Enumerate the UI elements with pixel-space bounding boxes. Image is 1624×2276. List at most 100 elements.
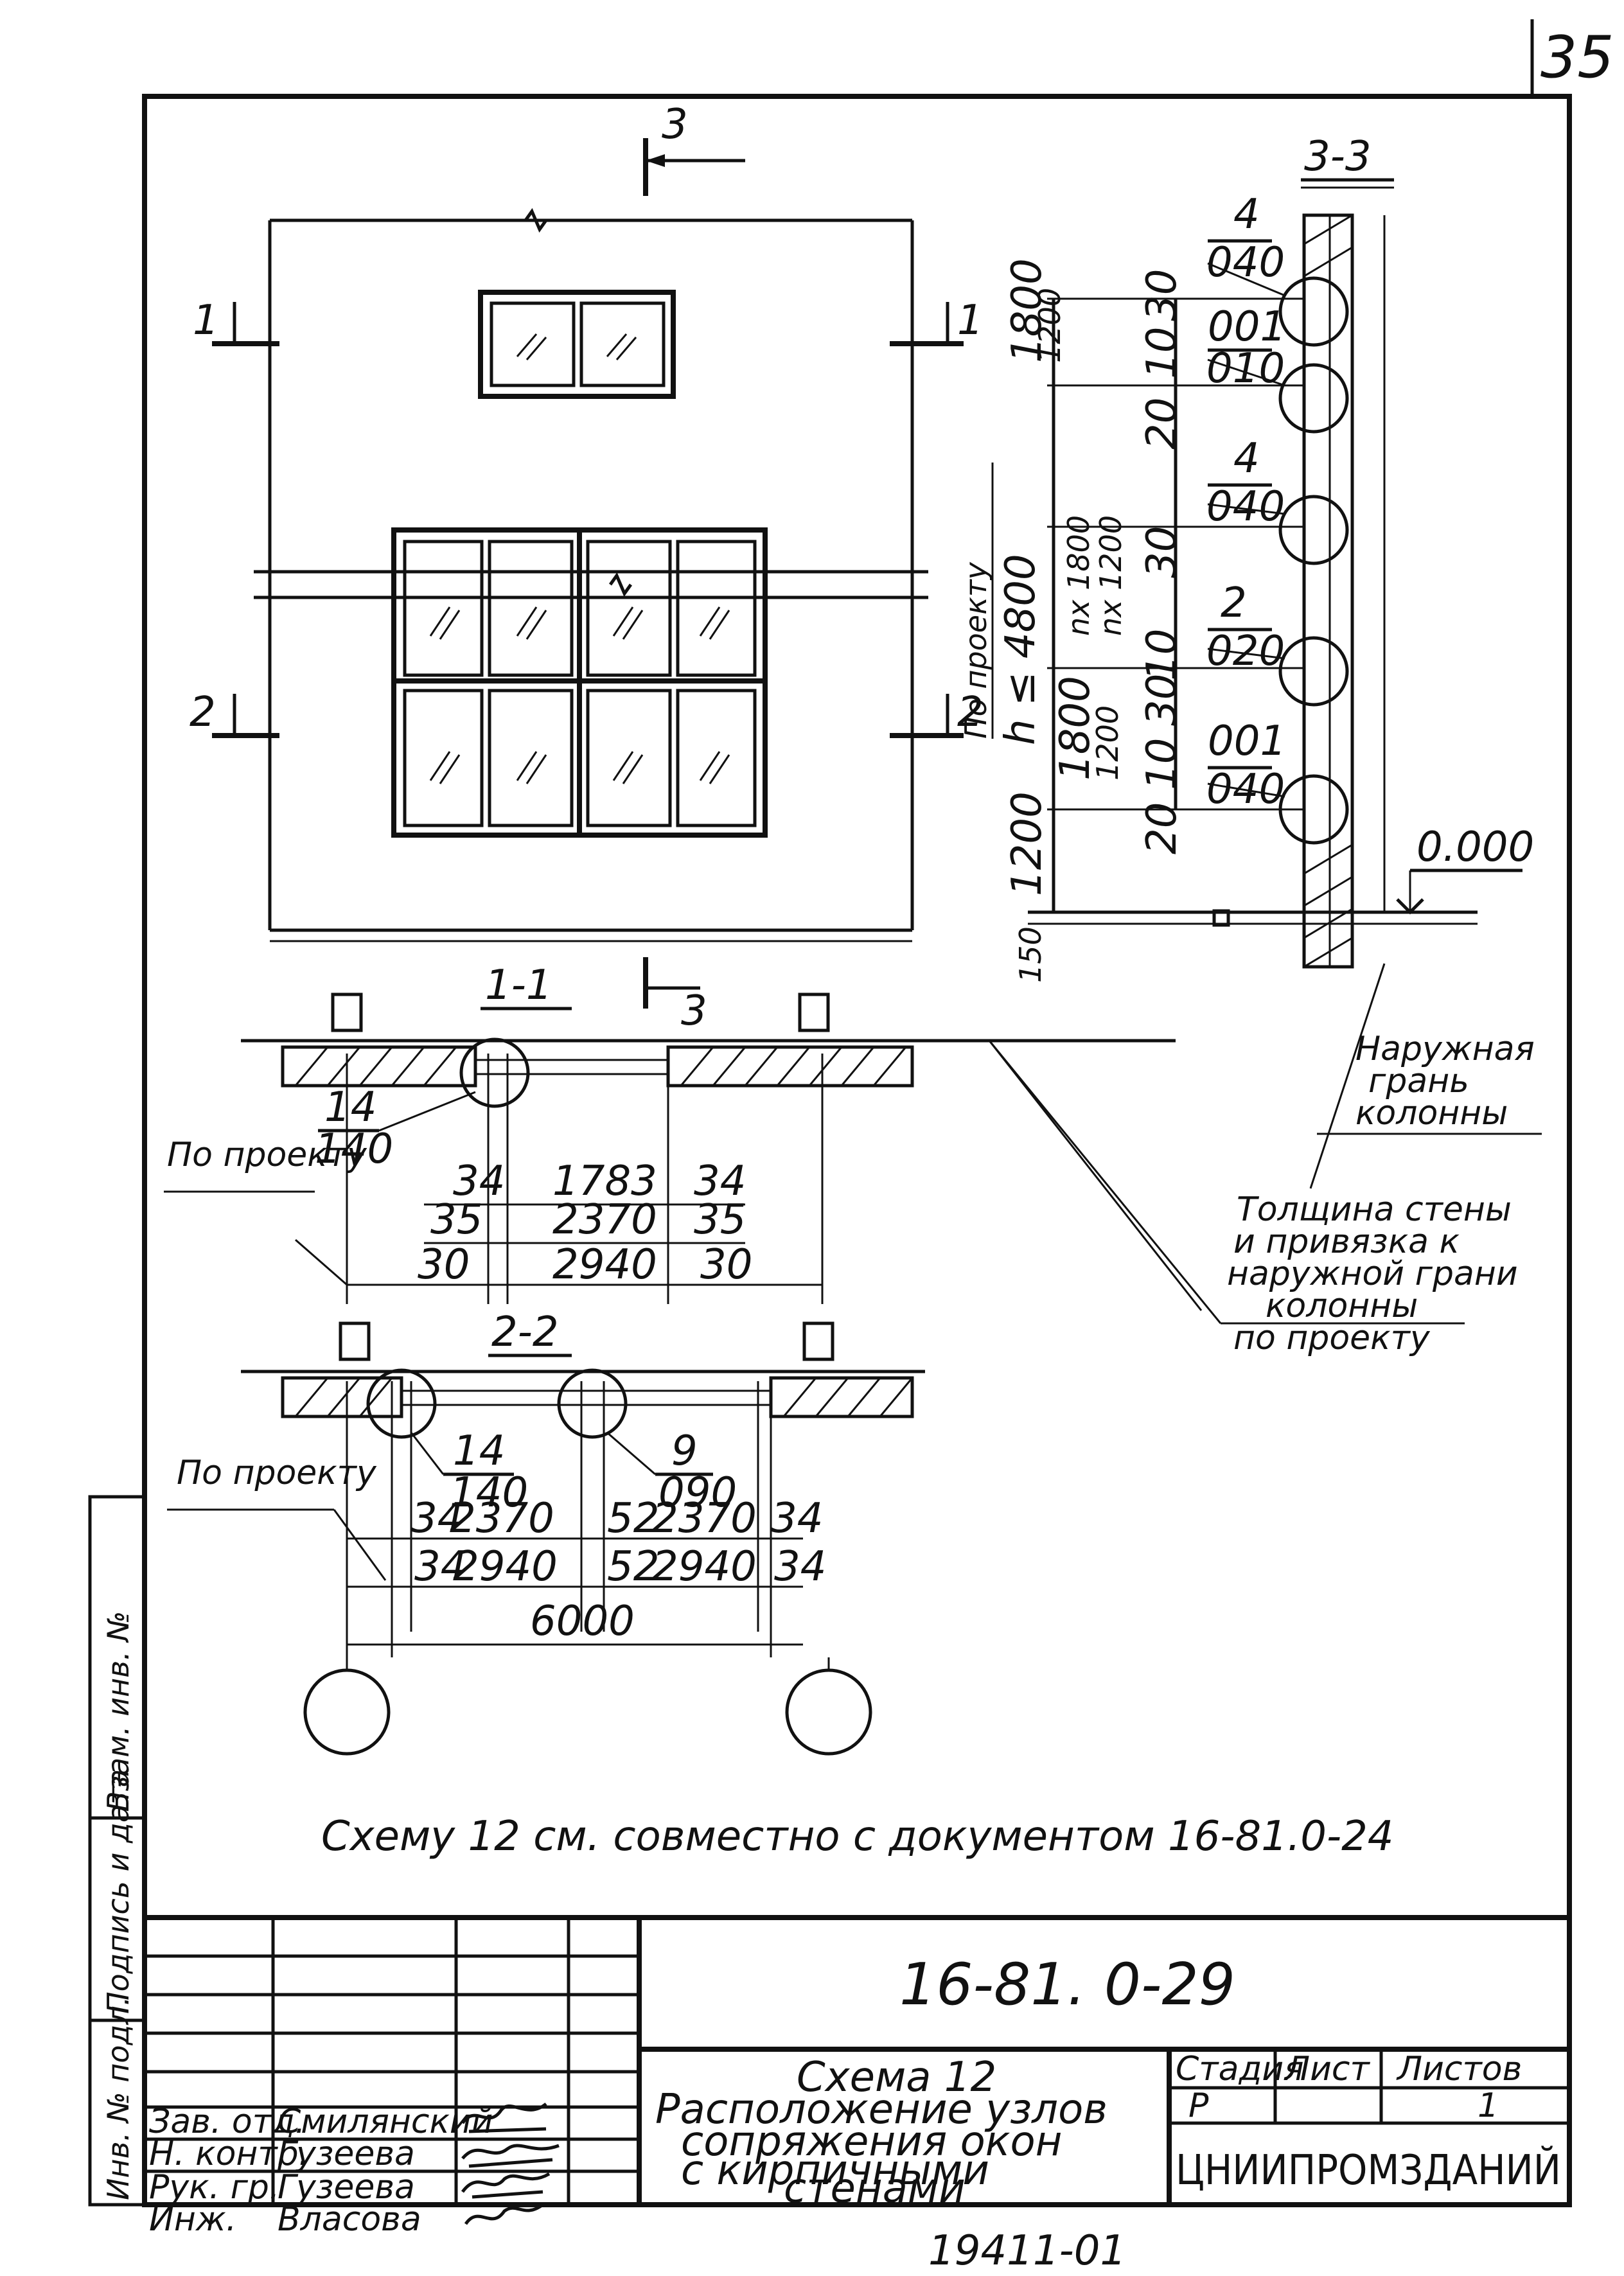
node-label-4: 2 020: [1206, 579, 1285, 675]
svg-text:14: 14: [453, 1427, 505, 1475]
small-window: [478, 290, 676, 399]
role-2: Н. контр.: [149, 2135, 309, 2173]
po-proektu-vertical: По проекту: [958, 561, 993, 739]
svg-text:040: 040: [1206, 483, 1285, 531]
section-mark-3-bottom: 3: [681, 987, 707, 1035]
svg-text:001: 001: [1208, 303, 1286, 351]
svg-text:140: 140: [450, 1469, 528, 1517]
node-label-1: 4 040: [1206, 191, 1285, 287]
node-label-6: 14 140: [315, 1084, 476, 1173]
dim-10-a: 10: [1138, 327, 1186, 379]
node-label-8: 9 090: [606, 1427, 737, 1517]
section-1-1-title: 1-1: [485, 962, 552, 1009]
svg-text:090: 090: [658, 1469, 737, 1517]
svg-text:и привязка к: и привязка к: [1233, 1222, 1460, 1261]
sheets-value: 1: [1478, 2086, 1499, 2125]
node-label-7: 14 140: [410, 1427, 528, 1517]
svg-text:001: 001: [1208, 718, 1286, 765]
title-block: Зав. отд. Н. контр. Рук. гр. Инж. Смилян…: [145, 1915, 1569, 2239]
svg-text:4: 4: [1233, 191, 1260, 238]
s11-r2-right: 35: [694, 1196, 746, 1244]
h-max: h ≤ 4800: [997, 554, 1045, 745]
sheets-header: Листов: [1396, 2050, 1522, 2088]
inventory-number: 19411-01: [928, 2227, 1126, 2275]
section-3-3: 3-3 4 040 001 010: [1028, 133, 1542, 1189]
note-outer-face-3: колонны: [1355, 1094, 1508, 1133]
svg-text:4: 4: [1233, 435, 1260, 482]
signature-3: [461, 2172, 551, 2199]
dim-10-c: 10: [1138, 738, 1186, 790]
node-label-2: 001 010: [1206, 303, 1286, 393]
dim-30-a: 30: [1138, 269, 1186, 321]
title-line-5: стенами: [784, 2165, 966, 2212]
node-label-3: 4 040: [1206, 435, 1285, 531]
title-line-3: сопряжения окон: [681, 2118, 1062, 2166]
note-outer-face-1: Наружная: [1355, 1030, 1535, 1068]
s22-r1-e: 34: [771, 1495, 823, 1542]
dim-10-b: 10: [1138, 629, 1186, 681]
s11-po-proektu: По проекту: [167, 1136, 367, 1174]
role-3: Рук. гр.: [149, 2168, 279, 2207]
role-4: Инж.: [149, 2200, 236, 2239]
s22-r2-b: 2940: [453, 1543, 558, 1591]
stage-value: Р: [1188, 2086, 1209, 2125]
section-3-3-title: 3-3: [1304, 133, 1372, 181]
title-line-4: с кирпичными: [681, 2147, 989, 2194]
s11-r1-mid: 1783: [552, 1158, 657, 1205]
s22-r2-c: 52: [607, 1543, 659, 1591]
section-mark-1-right: 1: [957, 297, 984, 344]
dim-1200-c: 1200: [1003, 791, 1051, 896]
s11-r3-left: 30: [418, 1241, 470, 1289]
svg-text:по проекту: по проекту: [1233, 1319, 1431, 1357]
section-mark-2-right: 2: [957, 689, 984, 736]
dim-nx1800: nx 1800: [1061, 515, 1096, 636]
organization: ЦНИИПРОМЗДАНИЙ: [1176, 2146, 1561, 2194]
s22-po-proektu: По проекту: [177, 1454, 377, 1492]
svg-text:040: 040: [1206, 239, 1285, 287]
s11-r3-mid: 2940: [552, 1241, 657, 1289]
dim-30-b: 30: [1138, 526, 1186, 578]
sheet-frame: 35: [142, 19, 1614, 2207]
dim-1200-b: 1200: [1090, 705, 1125, 781]
s22-r2-a: 34: [414, 1543, 466, 1591]
svg-text:040: 040: [1206, 766, 1285, 813]
s11-r2-mid: 2370: [552, 1196, 657, 1244]
section-2-2: 2-2 14 140 9 090: [167, 1309, 925, 1756]
s22-r1-d: 2370: [652, 1495, 757, 1542]
dim-nx1200: nx 1200: [1093, 515, 1128, 636]
note-outer-face-2: грань: [1368, 1062, 1469, 1100]
svg-text:140: 140: [315, 1125, 393, 1173]
name-3: Гузеева: [278, 2168, 415, 2207]
section-marks: 3 1 1 2 2: [190, 101, 984, 738]
note-wall-thickness: Толщина стены и привязка к наружной гран…: [1221, 1190, 1518, 1357]
svg-text:наружной грани: наружной грани: [1227, 1255, 1518, 1293]
svg-text:9: 9: [671, 1427, 698, 1475]
section-2-2-title: 2-2: [491, 1309, 559, 1356]
s22-total: 6000: [530, 1598, 635, 1645]
svg-text:Толщина стены: Толщина стены: [1237, 1190, 1512, 1229]
svg-text:2: 2: [1221, 579, 1247, 627]
svg-text:14: 14: [324, 1084, 376, 1131]
name-1: Смилянский: [278, 2103, 493, 2141]
section-mark-3-top: 3: [662, 101, 688, 148]
dim-1800-b: 1800: [1052, 676, 1099, 781]
vertical-dimensions: 1800 1200 По проекту h ≤ 4800 nx 1800 nx…: [958, 258, 1304, 983]
section-mark-1-left: 1: [193, 297, 219, 344]
title-line-2: Расположение узлов: [655, 2086, 1108, 2133]
large-window: [391, 527, 768, 838]
level-mark: 0.000: [1396, 824, 1534, 915]
section-1-1: 1-1 3 14 140 34 1783: [164, 957, 1222, 1324]
dim-150: 150: [1013, 926, 1048, 983]
dim-20-a: 20: [1138, 398, 1186, 450]
s11-r3-right: 30: [700, 1241, 752, 1289]
s11-r2-left: 35: [430, 1196, 482, 1244]
s11-r1-left: 34: [453, 1158, 505, 1205]
node-label-5: 001 040: [1206, 718, 1286, 813]
sheet-header: Лист: [1284, 2050, 1370, 2088]
signature-1: [461, 2102, 547, 2133]
side-stamp-inv-label: Инв. № подл.: [101, 1997, 136, 2200]
signature-4: [464, 2203, 544, 2225]
facade-elevation: [254, 207, 928, 942]
s22-r1-b: 2370: [450, 1495, 554, 1542]
